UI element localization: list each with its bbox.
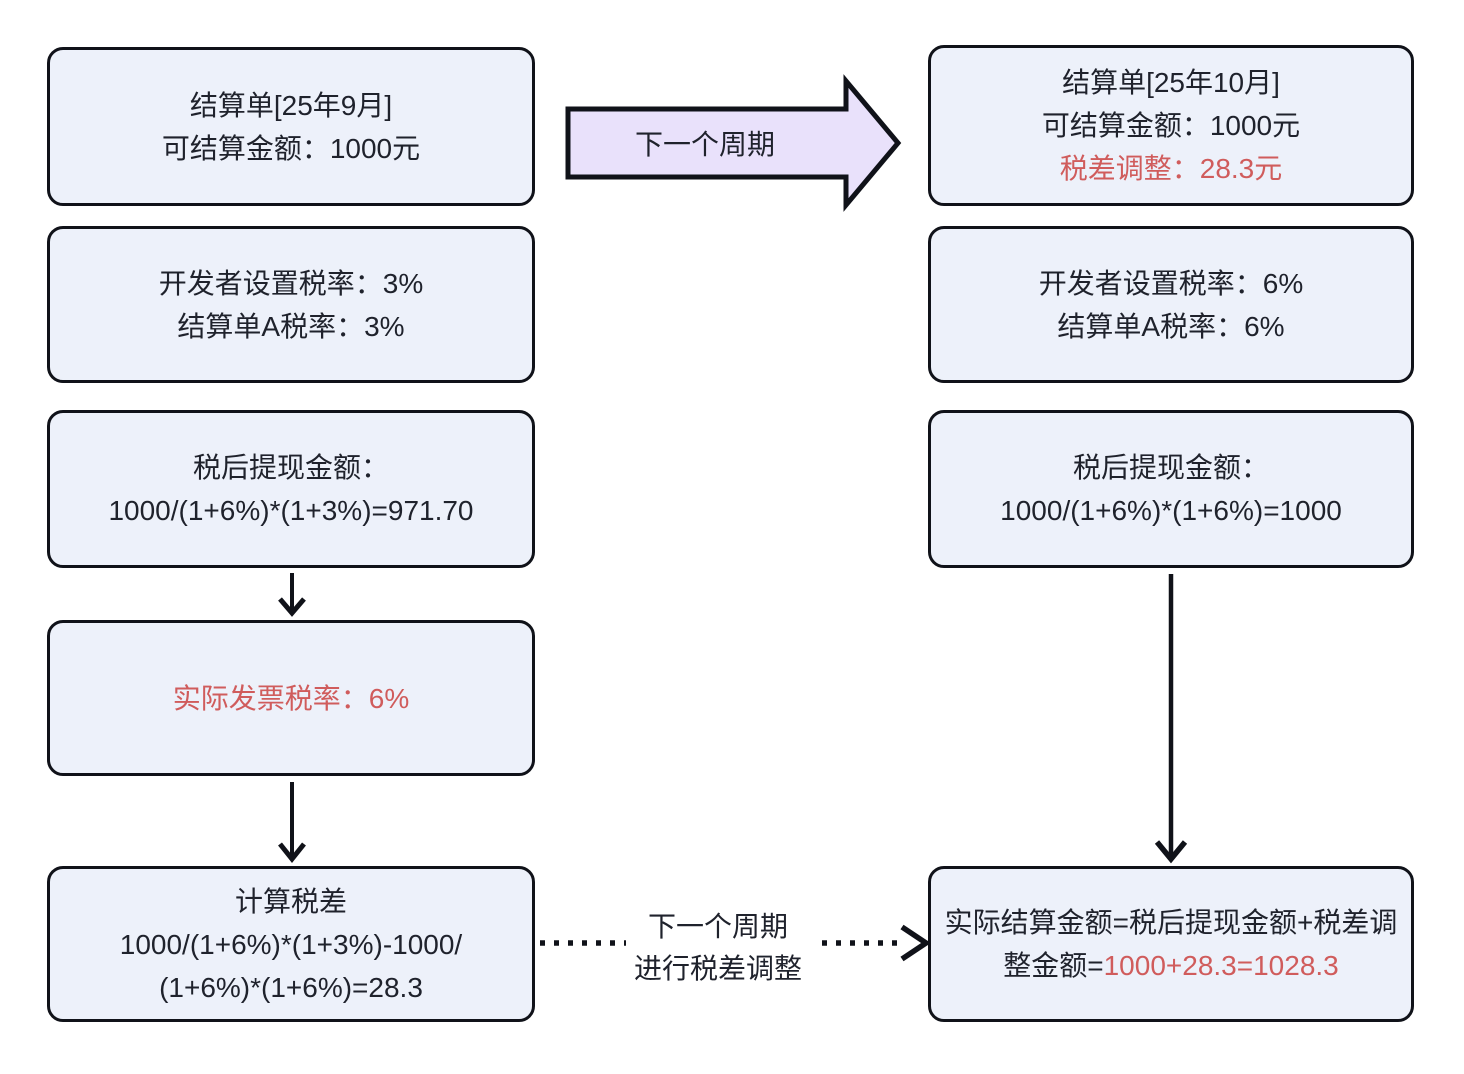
dotted-arrow-icon bbox=[540, 924, 931, 962]
box-settlement-sep: 结算单[25年9月] 可结算金额：1000元 bbox=[47, 47, 535, 206]
dotted-arrow-label: 下一个周期 进行税差调整 bbox=[620, 906, 816, 990]
box-final-settlement: 实际结算金额=税后提现金额+税差调整金额=1000+28.3=1028.3 bbox=[928, 866, 1414, 1022]
box-tax-rate-sep: 开发者设置税率：3% 结算单A税率：3% bbox=[47, 226, 535, 383]
dotted-arrow-label-line1: 下一个周期 bbox=[647, 911, 788, 942]
tax-diff-title: 计算税差 bbox=[234, 885, 347, 917]
down-arrow-icon-right-long bbox=[1154, 574, 1188, 864]
box-settlement-oct: 结算单[25年10月] 可结算金额：1000元 税差调整：28.3元 bbox=[928, 45, 1414, 206]
actual-invoice-rate-text: 实际发票税率：6% bbox=[172, 682, 410, 714]
developer-tax-rate-sep: 开发者设置税率：3% bbox=[158, 267, 424, 299]
next-cycle-arrow-label: 下一个周期 bbox=[634, 129, 775, 160]
settlement-sep-amount: 可结算金额：1000元 bbox=[161, 132, 421, 164]
settlement-sep-title: 结算单[25年9月] bbox=[189, 89, 393, 121]
after-tax-withdraw-formula-oct: 1000/(1+6%)*(1+6%)=1000 bbox=[1000, 495, 1342, 526]
statement-a-tax-rate-sep: 结算单A税率：3% bbox=[177, 310, 405, 342]
next-cycle-block-arrow-icon bbox=[565, 74, 902, 212]
box-after-tax-withdraw-oct: 税后提现金额： 1000/(1+6%)*(1+6%)=1000 bbox=[928, 410, 1414, 568]
settlement-oct-tax-adjust: 税差调整：28.3元 bbox=[1059, 153, 1283, 184]
tax-diff-formula-2: (1+6%)*(1+6%)=28.3 bbox=[159, 971, 423, 1003]
tax-diff-formula-1: 1000/(1+6%)*(1+3%)-1000/ bbox=[119, 928, 463, 960]
after-tax-withdraw-label-oct: 税后提现金额： bbox=[1072, 452, 1269, 483]
settlement-oct-title: 结算单[25年10月] bbox=[1062, 67, 1280, 98]
dotted-arrow-label-line2: 进行税差调整 bbox=[633, 953, 802, 984]
statement-a-tax-rate-oct: 结算单A税率：6% bbox=[1057, 310, 1285, 342]
down-arrow-icon-left-short bbox=[278, 573, 306, 617]
down-arrow-icon-left-tall bbox=[278, 782, 306, 864]
final-settlement-result: 1000+28.3=1028.3 bbox=[1103, 950, 1339, 981]
settlement-oct-amount: 可结算金额：1000元 bbox=[1041, 110, 1301, 141]
final-settlement-formula: 实际结算金额=税后提现金额+税差调整金额= bbox=[944, 907, 1398, 981]
box-actual-invoice-rate: 实际发票税率：6% bbox=[47, 620, 535, 776]
after-tax-withdraw-label-sep: 税后提现金额： bbox=[192, 452, 389, 483]
box-tax-rate-oct: 开发者设置税率：6% 结算单A税率：6% bbox=[928, 226, 1414, 383]
final-settlement-text: 实际结算金额=税后提现金额+税差调整金额=1000+28.3=1028.3 bbox=[931, 901, 1411, 987]
developer-tax-rate-oct: 开发者设置税率：6% bbox=[1038, 267, 1304, 299]
box-tax-diff-calc: 计算税差 1000/(1+6%)*(1+3%)-1000/ (1+6%)*(1+… bbox=[47, 866, 535, 1022]
after-tax-withdraw-formula-sep: 1000/(1+6%)*(1+3%)=971.70 bbox=[108, 495, 474, 526]
box-after-tax-withdraw-sep: 税后提现金额： 1000/(1+6%)*(1+3%)=971.70 bbox=[47, 410, 535, 568]
